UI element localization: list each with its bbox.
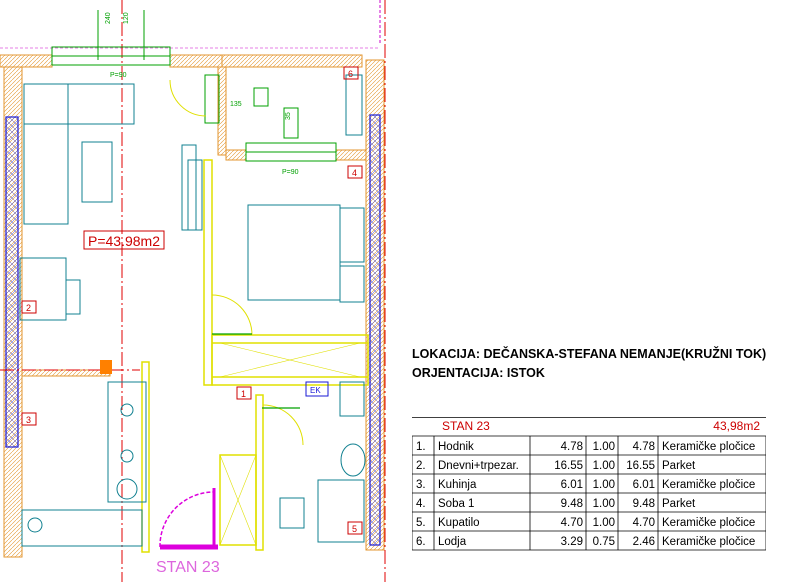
window-dim-3: 135 xyxy=(230,101,242,108)
room-marker-3: 3 xyxy=(26,415,31,425)
table-cell-coef: 1.00 xyxy=(593,460,615,472)
table-cell-floor: Parket xyxy=(662,498,696,510)
table-cell-coef: 1.00 xyxy=(593,517,615,529)
table-cell-net: 9.48 xyxy=(633,498,655,510)
ek-label: EK xyxy=(310,386,321,395)
floor-plan: P=90 P=90 240 120 135 35 xyxy=(0,0,386,582)
table-cell-coef: 1.00 xyxy=(593,479,615,491)
room-marker-6: 6 xyxy=(348,69,353,79)
room-markers xyxy=(21,66,363,535)
table-cell-name: Dnevni+trpezar. xyxy=(438,460,519,472)
table-cell-coef: 0.75 xyxy=(593,536,615,548)
window-dim-2: 120 xyxy=(123,12,130,24)
table-cell-no: 3. xyxy=(416,479,426,491)
room-marker-5: 5 xyxy=(352,524,357,534)
room-marker-1: 1 xyxy=(241,389,246,399)
table-cell-floor: Parket xyxy=(662,460,696,472)
table-cell-no: 1. xyxy=(416,441,426,453)
table-cell-area: 4.70 xyxy=(561,517,583,529)
area-label: P=43.98m2 xyxy=(88,233,160,249)
table-cell-area: 4.78 xyxy=(561,441,583,453)
table-cell-area: 16.55 xyxy=(554,460,583,472)
table-cell-no: 4. xyxy=(416,498,426,510)
table-total: 43,98m2 xyxy=(713,419,760,433)
window-dim-4: 35 xyxy=(285,112,292,120)
table-cell-no: 2. xyxy=(416,460,426,472)
area-label-box xyxy=(83,230,165,250)
table-cell-net: 6.01 xyxy=(633,479,655,491)
apartment-label: STAN 23 xyxy=(156,559,220,576)
grid-axes xyxy=(0,0,386,582)
door-swing-green xyxy=(212,333,300,409)
room-marker-2: 2 xyxy=(26,303,31,313)
location-line: LOKACIJA: DEČANSKA-STEFANA NEMANJE(KRUŽN… xyxy=(412,347,767,361)
neighbor-outline xyxy=(0,0,381,49)
table-cell-name: Kuhinja xyxy=(438,479,477,491)
window-dim-1: 240 xyxy=(105,12,112,24)
table-cell-net: 4.70 xyxy=(633,517,655,529)
furniture xyxy=(19,74,366,547)
table-cell-net: 16.55 xyxy=(626,460,655,472)
table-cell-floor: Keramičke pločice xyxy=(662,517,755,529)
boiler-icon xyxy=(100,360,112,374)
room-marker-4: 4 xyxy=(352,168,357,178)
table-cell-area: 6.01 xyxy=(561,479,583,491)
table-cell-floor: Keramičke pločice xyxy=(662,441,755,453)
window-label-bedroom: P=90 xyxy=(282,169,299,176)
insulation xyxy=(5,114,381,546)
table-cell-area: 9.48 xyxy=(561,498,583,510)
table-cell-name: Soba 1 xyxy=(438,498,474,510)
table-grid xyxy=(412,435,766,551)
table-cell-area: 3.29 xyxy=(561,536,583,548)
table-cell-name: Lodja xyxy=(438,536,467,548)
table-cell-name: Hodnik xyxy=(438,441,474,453)
partitions xyxy=(141,159,369,553)
table-cell-floor: Keramičke pločice xyxy=(662,479,755,491)
table-cell-name: Kupatilo xyxy=(438,517,480,529)
table-cell-net: 2.46 xyxy=(633,536,655,548)
table-cell-no: 6. xyxy=(416,536,426,548)
table-title: STAN 23 xyxy=(442,419,490,433)
table-cell-no: 5. xyxy=(416,517,426,529)
table-cell-coef: 1.00 xyxy=(593,441,615,453)
table-cell-coef: 1.00 xyxy=(593,498,615,510)
table-cell-net: 4.78 xyxy=(633,441,655,453)
exterior-walls xyxy=(0,54,385,558)
electrical-panel xyxy=(305,381,329,397)
windows xyxy=(51,10,337,162)
entrance-door xyxy=(159,488,218,550)
table-cell-floor: Keramičke pločice xyxy=(662,536,755,548)
orientation-line: ORJENTACIJA: ISTOK xyxy=(412,366,545,380)
doors xyxy=(169,79,304,446)
window-label-living: P=90 xyxy=(110,72,127,79)
